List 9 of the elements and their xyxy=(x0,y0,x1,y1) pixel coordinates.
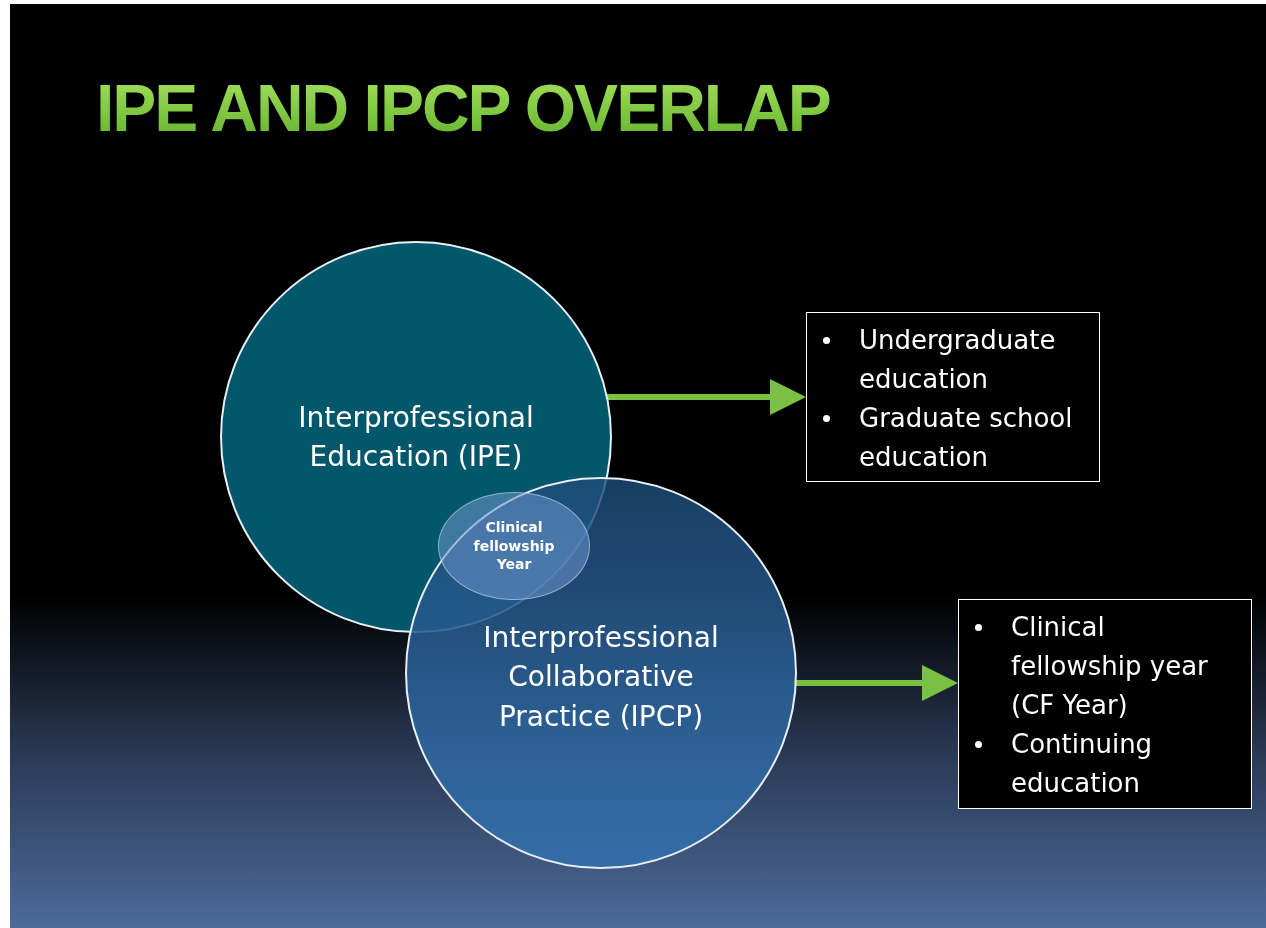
bullet-item: Clinical fellowship year (CF Year) xyxy=(1011,608,1241,725)
bullet-item: Graduate school education xyxy=(859,399,1089,477)
text-box xyxy=(958,599,1252,809)
circle-label: Clinical fellowship Year xyxy=(472,517,556,575)
circle-label: Interprofessional Collaborative Practice (IPCP) xyxy=(482,620,720,735)
bullet-item: Undergraduate education xyxy=(859,321,1089,399)
bullet-item: Continuing education xyxy=(1011,725,1241,803)
text-box xyxy=(806,312,1100,482)
circle-label: Interprofessional Education (IPE) xyxy=(297,399,535,475)
